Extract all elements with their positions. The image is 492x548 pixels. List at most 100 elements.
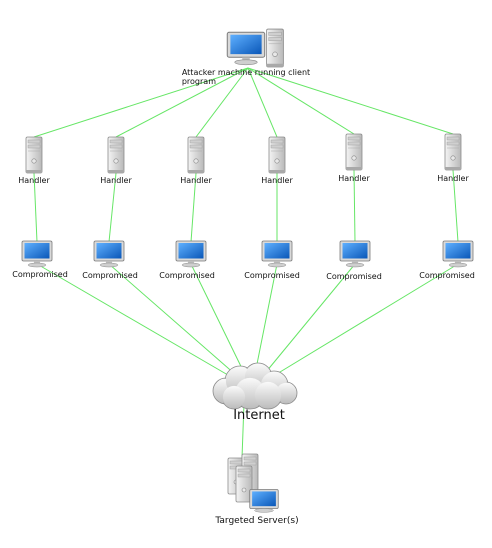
handler-label: Handler — [100, 176, 132, 185]
handler-server-icon — [187, 136, 205, 174]
monitor-screen — [264, 243, 290, 259]
drive-bay — [237, 473, 251, 478]
handler-server-icon — [444, 133, 462, 171]
drive-bay — [347, 136, 361, 141]
tower-base — [188, 170, 204, 173]
link-line — [268, 263, 459, 380]
power-button — [351, 155, 357, 161]
monitor-stand — [345, 262, 365, 268]
monitor-neck — [106, 261, 112, 264]
link-line — [353, 169, 356, 243]
monitor-stand — [27, 262, 47, 268]
compromised-monitor-icon — [339, 240, 371, 268]
monitor-neck — [274, 261, 280, 264]
drive-bay — [446, 141, 460, 146]
link-line — [241, 402, 245, 459]
handler-server-icon — [268, 136, 286, 174]
cloud-icon — [212, 362, 298, 410]
monitor-screen — [252, 491, 276, 507]
attacker-label-line1: Attacker machine running client — [181, 68, 311, 77]
drive-bay — [109, 139, 123, 144]
link-line — [195, 67, 249, 138]
compromised-monitor-icon — [21, 240, 53, 268]
server-cluster-icon — [227, 453, 279, 513]
handler-server-icon — [107, 136, 125, 174]
monitor-stand — [181, 262, 201, 268]
drive-bay — [27, 139, 41, 144]
link-line — [190, 263, 248, 380]
tower-base — [346, 167, 362, 170]
drive-bay — [229, 460, 243, 465]
tower-base — [108, 170, 124, 173]
attacker-tower-icon — [266, 28, 284, 68]
link-line — [253, 263, 278, 380]
compromised-label: Compromised — [159, 271, 215, 280]
power-button — [193, 158, 199, 164]
tower-base — [266, 63, 284, 67]
internet-label: Internet — [233, 408, 285, 423]
compromised-label: Compromised — [82, 271, 138, 280]
monitor-stand — [254, 508, 274, 513]
cluster-tower — [235, 465, 253, 503]
attacker-label: Attacker machine running client program — [182, 68, 310, 86]
compromised-label: Compromised — [12, 270, 68, 279]
handler-label: Handler — [180, 176, 212, 185]
link-line — [108, 263, 241, 380]
compromised-monitor-icon — [442, 240, 474, 268]
link-line — [259, 263, 356, 380]
drive-bay — [243, 461, 257, 466]
power-button — [274, 158, 280, 164]
drive-bay — [270, 139, 284, 144]
drive-bay — [109, 144, 123, 149]
power-button — [31, 158, 37, 164]
power-button — [113, 158, 119, 164]
attacker-label-line2: program — [181, 77, 216, 86]
tower-base — [269, 170, 285, 173]
compromised-label: Compromised — [244, 271, 300, 280]
link-line — [190, 172, 197, 243]
handler-label: Handler — [18, 176, 50, 185]
link-line — [36, 263, 236, 380]
cloud-puff-fill — [275, 382, 297, 404]
drive-bay — [237, 468, 251, 473]
cloud-puff-fill — [254, 381, 282, 409]
link-line — [452, 169, 459, 243]
compromised-monitor-icon — [93, 240, 125, 268]
link-line — [247, 67, 355, 135]
handler-server-icon — [345, 133, 363, 171]
monitor-neck — [188, 261, 194, 264]
handler-label: Handler — [261, 176, 293, 185]
monitor-screen — [230, 34, 262, 55]
compromised-label: Compromised — [326, 272, 382, 281]
drive-bay — [347, 141, 361, 146]
compromised-label: Compromised — [419, 271, 475, 280]
compromised-monitor-icon — [261, 240, 293, 268]
drive-bay — [268, 32, 282, 36]
monitor-neck — [352, 261, 358, 264]
link-line — [115, 67, 249, 138]
drive-bay — [243, 456, 257, 461]
tower-base — [445, 167, 461, 170]
handler-label: Handler — [338, 174, 370, 183]
monitor-neck — [455, 261, 461, 264]
monitor-neck — [242, 57, 250, 61]
monitor-screen — [96, 243, 122, 259]
drive-bay — [189, 144, 203, 149]
monitor-stand — [99, 262, 119, 268]
connection-links — [33, 67, 459, 459]
link-line — [247, 67, 278, 138]
drive-bay — [446, 136, 460, 141]
target-monitor-icon — [249, 489, 279, 513]
power-button — [241, 487, 247, 493]
target-label: Targeted Server(s) — [215, 516, 299, 526]
tower-base — [26, 170, 42, 173]
power-button — [450, 155, 456, 161]
monitor-neck — [34, 261, 40, 264]
diagram-nodes — [21, 28, 474, 513]
monitor-stand — [448, 262, 468, 268]
cloud-puff-fill — [222, 385, 246, 409]
power-button — [272, 51, 278, 57]
handler-server-icon — [25, 136, 43, 174]
drive-bay — [268, 37, 282, 41]
